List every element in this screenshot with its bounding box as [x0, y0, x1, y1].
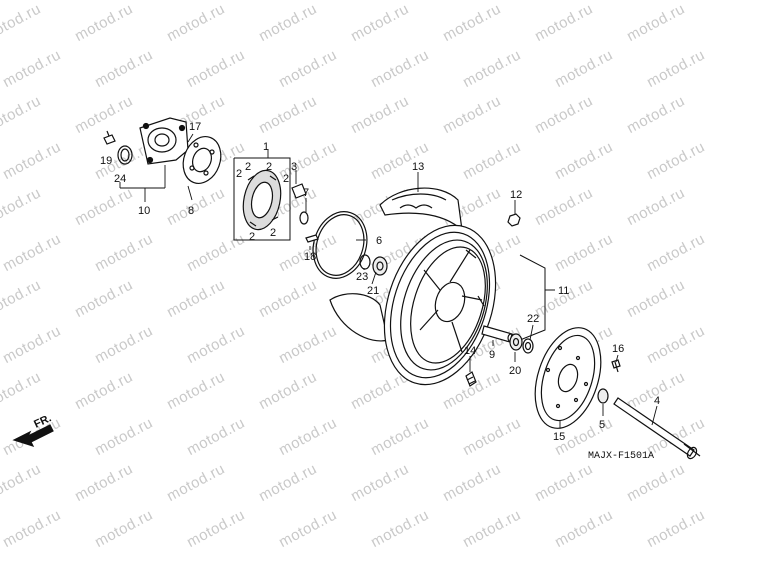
callout-17: 17: [189, 121, 201, 133]
stud-14: [465, 371, 477, 387]
small-bolt-19: [103, 130, 116, 145]
callout-2c: 2: [236, 168, 242, 180]
collar-9: [481, 325, 515, 343]
callout-2b: 2: [266, 161, 272, 173]
callout-3: 3: [291, 161, 297, 173]
seal-22: [522, 338, 534, 354]
bearing-21: [372, 256, 388, 276]
callout-labels: 1 2 2 2 2 2 2 3 4 5 6 7 8 9 10 11 12 13 …: [32, 121, 660, 462]
callout-2f: 2: [283, 173, 289, 185]
callout-16: 16: [612, 343, 624, 355]
driven-flange-8: [182, 136, 222, 184]
callout-20: 20: [509, 365, 521, 377]
callout-9: 9: [489, 349, 495, 361]
washer-7: [299, 211, 309, 225]
callout-13: 13: [412, 161, 424, 173]
callout-2d: 2: [270, 227, 276, 239]
callout-8: 8: [188, 205, 194, 217]
callout-19: 19: [100, 155, 112, 167]
tire-13: [379, 187, 463, 232]
callout-24: 24: [114, 173, 126, 185]
callout-1: 1: [263, 141, 269, 153]
final-drive-housing: [139, 117, 189, 165]
callout-2e: 2: [249, 231, 255, 243]
diagram-code: MAJX-F1501A: [588, 451, 654, 462]
oring-24: [117, 145, 133, 165]
callout-22: 22: [527, 313, 539, 325]
callout-18: 18: [304, 251, 316, 263]
brake-disc-15: [534, 327, 602, 429]
rear-wheel-11: [383, 224, 497, 386]
bearing-23: [359, 254, 371, 270]
front-direction-arrow: [12, 424, 54, 447]
callout-7: 7: [303, 187, 309, 199]
callout-14: 14: [464, 345, 476, 357]
collar-3: [291, 183, 307, 199]
callout-5: 5: [599, 419, 605, 431]
callout-4: 4: [654, 395, 660, 407]
callout-10: 10: [138, 205, 150, 217]
collar-5: [597, 388, 609, 404]
callout-21: 21: [367, 285, 379, 297]
callout-2a: 2: [245, 161, 251, 173]
nut-12: [507, 213, 521, 227]
callout-12: 12: [510, 189, 522, 201]
swingarm-outline: [329, 293, 389, 342]
callout-11: 11: [558, 285, 569, 297]
callout-15: 15: [553, 431, 565, 443]
bearing-20: [509, 333, 523, 351]
callout-23: 23: [356, 271, 368, 283]
bolt-18: [305, 234, 319, 243]
leader-lines: [119, 133, 658, 428]
axle-4: [613, 397, 701, 460]
damper-rubber-set: [233, 157, 291, 241]
callout-6: 6: [376, 235, 382, 247]
